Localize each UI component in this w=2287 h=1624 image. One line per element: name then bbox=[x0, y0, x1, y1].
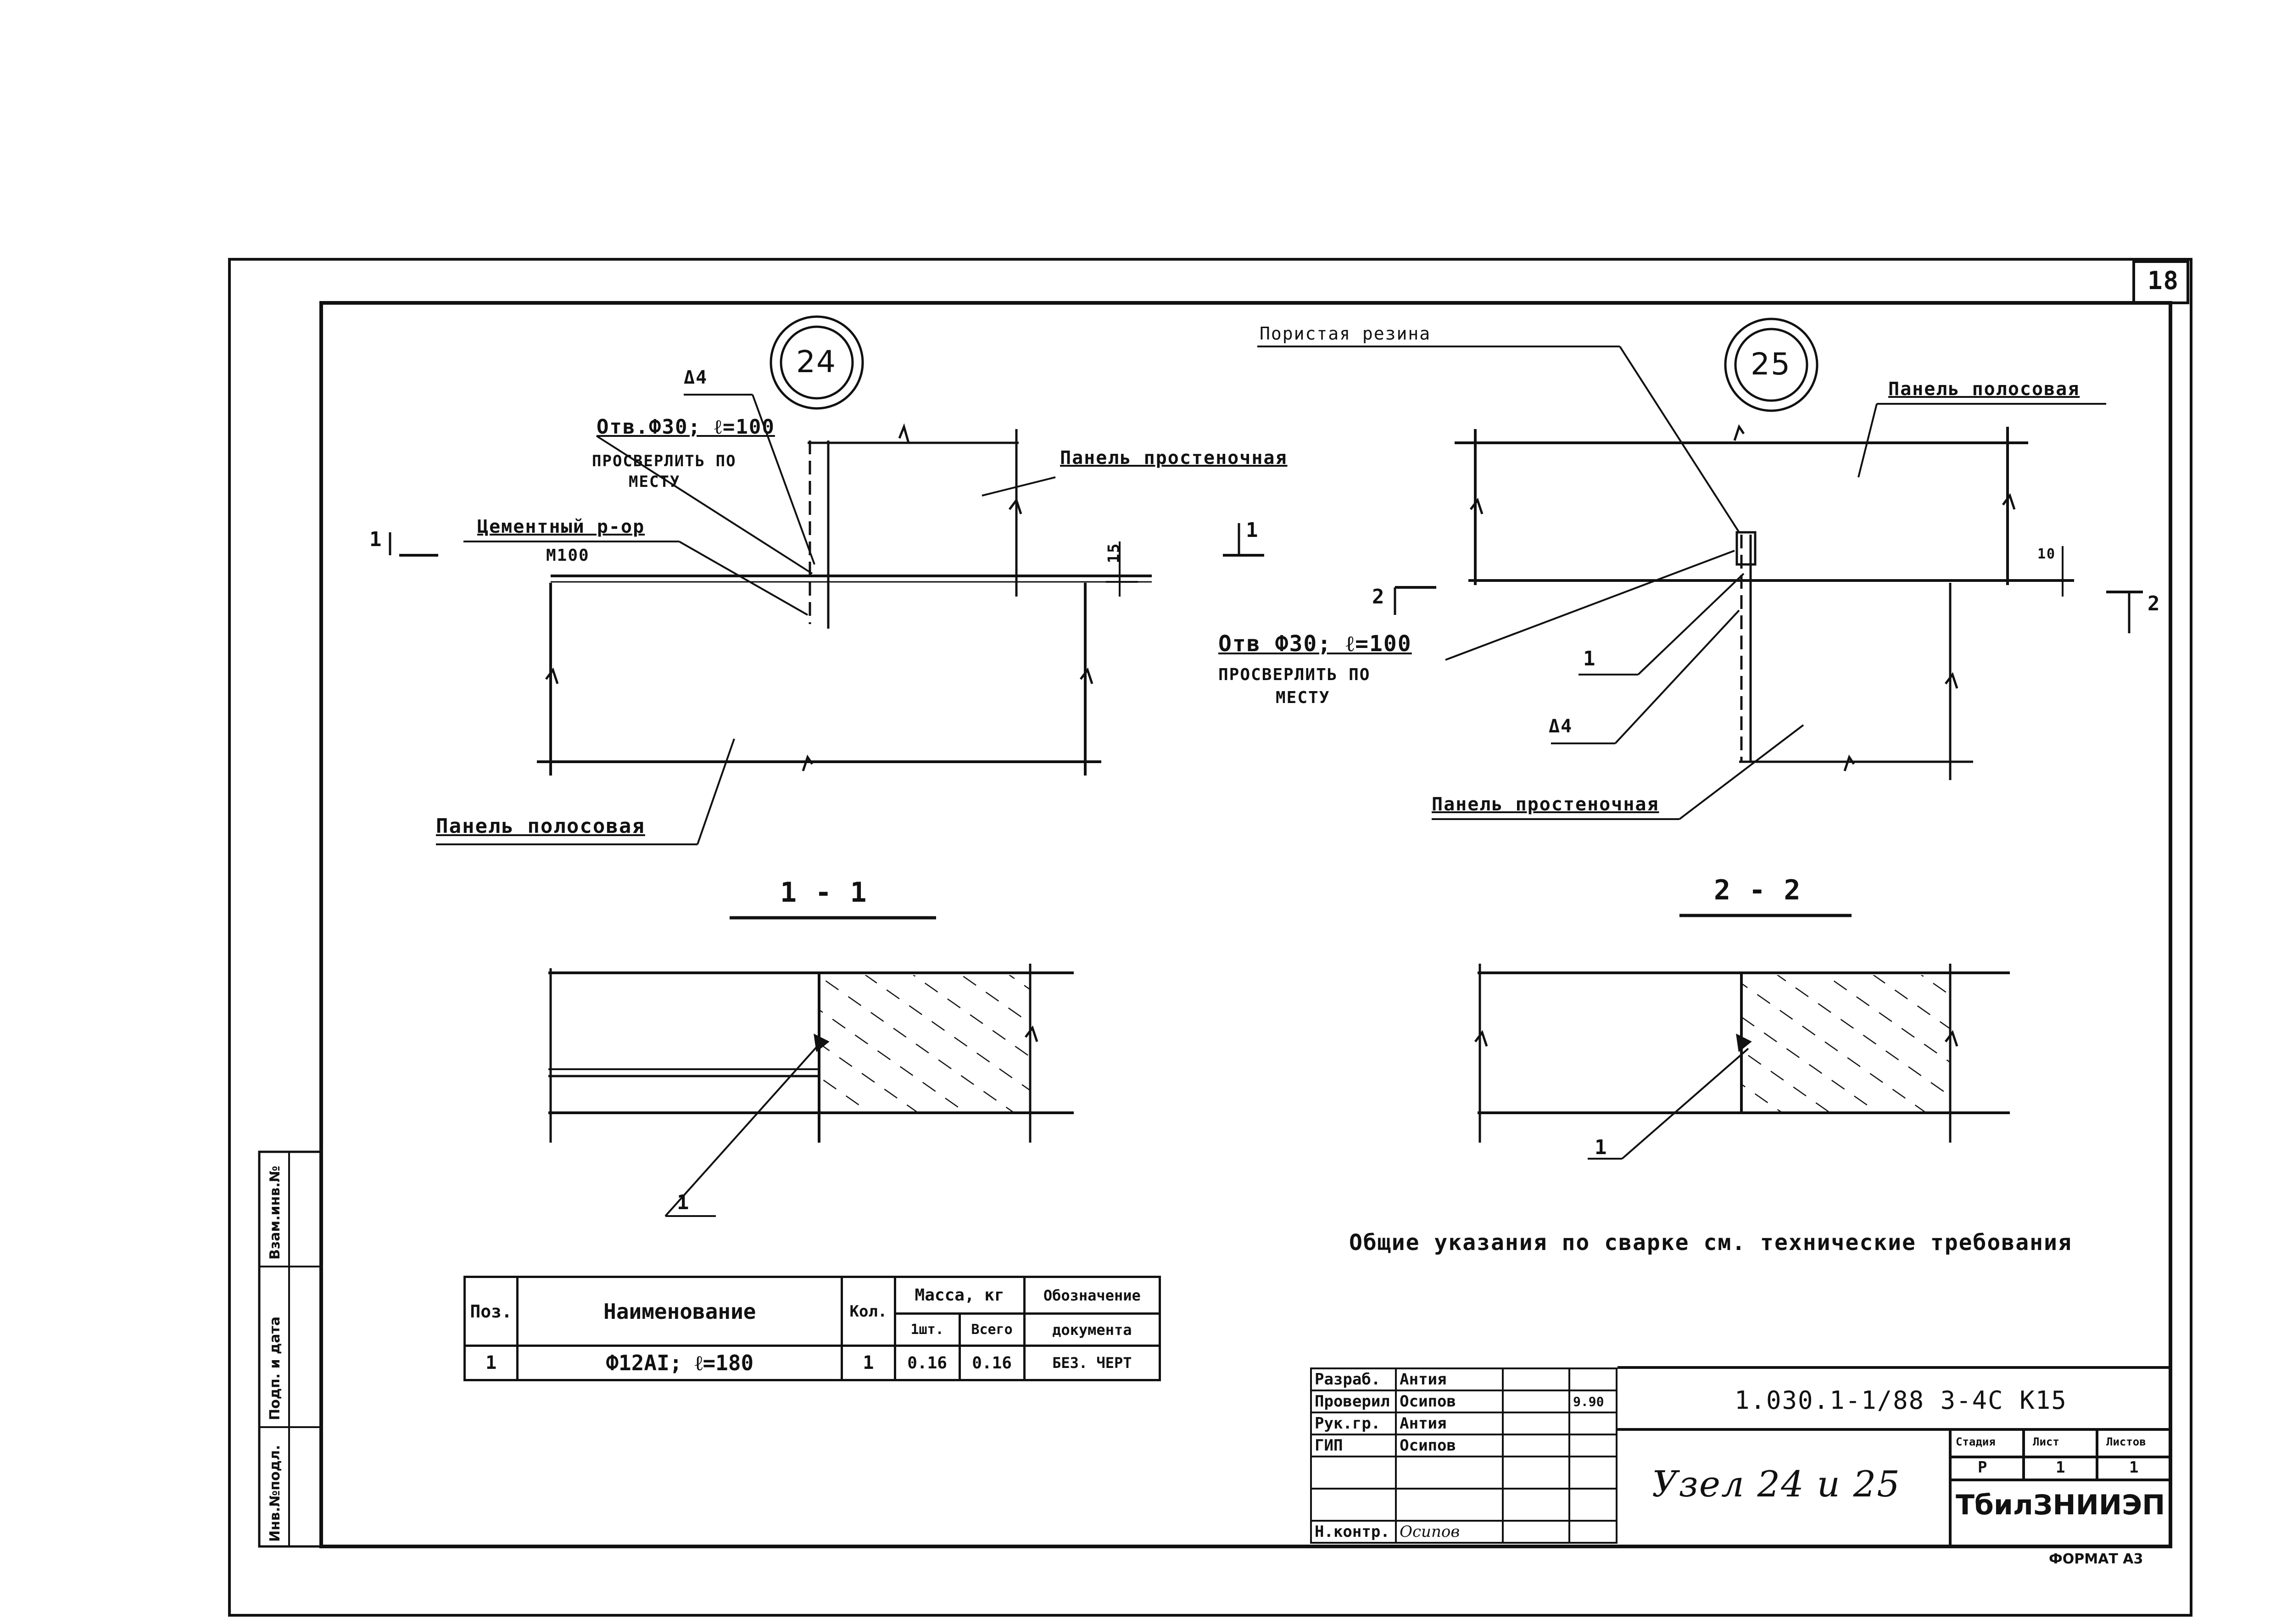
section-2-2-callout: 1 bbox=[1595, 1136, 1608, 1159]
node-24-marker-label: 24 bbox=[796, 344, 837, 379]
stamp-role: Н.контр. bbox=[1310, 1520, 1397, 1544]
spec-header-mass: Масса, кг bbox=[893, 1276, 1026, 1315]
title-block-organization: ТбилЗНИИЭП bbox=[1956, 1489, 2165, 1521]
stamp-row: ГИП Осипов bbox=[1310, 1434, 1618, 1457]
title-block-stage-label: Стадия bbox=[1956, 1435, 1996, 1448]
title-block-sheets-label: Листов bbox=[2106, 1435, 2146, 1448]
stamp-date: 9.90 bbox=[1568, 1390, 1618, 1413]
stamp-row: Рук.гр. Антия bbox=[1310, 1412, 1618, 1435]
stamp-signature bbox=[1501, 1390, 1571, 1413]
title-block-stage-value: Р bbox=[1978, 1458, 1988, 1477]
node-24-hole-label: Отв.Ф30; ℓ=100 bbox=[597, 415, 775, 439]
sheet-inner-frame bbox=[319, 301, 2172, 1548]
spec-cell-qty: 1 bbox=[841, 1345, 896, 1381]
stamp-signature bbox=[1501, 1434, 1571, 1457]
stamp-date bbox=[1568, 1520, 1618, 1544]
stamp-row: Разраб. Антия bbox=[1310, 1367, 1618, 1391]
node-24-cut-mark-right: 1 bbox=[1246, 519, 1259, 542]
title-block-drawing-title: Узел 24 и 25 bbox=[1652, 1464, 1901, 1505]
node-24-hole-label-2: ПРОСВЕРЛИТЬ ПО bbox=[592, 452, 736, 470]
stamp-row: Н.контр. Осипов bbox=[1310, 1520, 1618, 1544]
spec-header-designation-2: документа bbox=[1023, 1312, 1161, 1347]
stamp-person: Антия bbox=[1395, 1367, 1504, 1391]
section-1-1-callout: 1 bbox=[677, 1191, 690, 1214]
node-24-wall-panel-label: Панель простеночная bbox=[1060, 447, 1288, 469]
stamp-role: Рук.гр. bbox=[1310, 1412, 1397, 1435]
node-24-mortar-label: Цементный р-ор bbox=[477, 516, 645, 537]
stamp-row bbox=[1310, 1488, 1618, 1522]
node-24-mortar-grade: М100 bbox=[546, 546, 590, 565]
spec-cell-mass-total: 0.16 bbox=[958, 1345, 1026, 1381]
node-24-marker-inner bbox=[780, 325, 854, 400]
stamp-date bbox=[1568, 1412, 1618, 1435]
sheet-format-label: ФОРМАТ А3 bbox=[2049, 1551, 2143, 1567]
stamp-row bbox=[1310, 1456, 1618, 1490]
stamp-person: Осипов bbox=[1395, 1390, 1504, 1413]
node-25-marker-label: 25 bbox=[1751, 346, 1791, 382]
node-25-rubber-label: Пористая резина bbox=[1260, 324, 1431, 344]
spec-cell-position: 1 bbox=[463, 1345, 519, 1381]
stamp-role: Проверил bbox=[1310, 1390, 1397, 1413]
node-25-hole-label: Отв Ф30; ℓ=100 bbox=[1218, 631, 1412, 657]
stamp-signature bbox=[1501, 1412, 1571, 1435]
spec-header-position: Поз. bbox=[463, 1276, 519, 1347]
node-25-callout-1: 1 bbox=[1583, 647, 1596, 670]
node-24-delta-label: Δ4 bbox=[684, 367, 708, 388]
node-24-marker-outer bbox=[770, 315, 864, 410]
node-25-dimension-10: 10 bbox=[2037, 546, 2056, 562]
spec-header-mass-total: Всего bbox=[958, 1312, 1026, 1347]
stamp-person: Осипов bbox=[1395, 1434, 1504, 1457]
node-24-cut-mark-left: 1 bbox=[369, 528, 383, 551]
spec-cell-name: Ф12АI; ℓ=180 bbox=[516, 1345, 843, 1381]
stamp-signature bbox=[1501, 1367, 1571, 1391]
spec-header-designation: Обозначение bbox=[1023, 1276, 1161, 1315]
specification-table: Поз. Наименование Кол. Масса, кг Обознач… bbox=[463, 1276, 1161, 1381]
spec-header-qty: Кол. bbox=[841, 1276, 896, 1347]
spec-cell-mass-one: 0.16 bbox=[893, 1345, 961, 1381]
stamp-date bbox=[1568, 1434, 1618, 1457]
title-block-signatures: Разраб. Антия Проверил Осипов 9.90 Рук.г… bbox=[1310, 1367, 1618, 1544]
node-25-cut-mark-right: 2 bbox=[2148, 592, 2161, 615]
node-25-wall-panel bbox=[1735, 531, 1973, 780]
title-block-sheet-value: 1 bbox=[2056, 1458, 2066, 1477]
section-1-1-drawing bbox=[548, 964, 1074, 1217]
title-block-document-code: 1.030.1-1/88 3-4С К15 bbox=[1735, 1386, 2067, 1415]
node-24-hole-label-3: МЕСТУ bbox=[629, 473, 681, 491]
stamp-date bbox=[1568, 1367, 1618, 1391]
section-1-1-title: 1 - 1 bbox=[780, 876, 868, 909]
title-block-sheet-label: Лист bbox=[2033, 1435, 2059, 1448]
section-2-2-drawing bbox=[1474, 964, 2010, 1160]
stamp-person: Осипов bbox=[1395, 1520, 1504, 1544]
node-25-hole-label-2: ПРОСВЕРЛИТЬ ПО bbox=[1218, 665, 1371, 684]
stamp-row: Проверил Осипов 9.90 bbox=[1310, 1390, 1618, 1413]
sheet-outer-frame bbox=[228, 258, 2192, 1617]
stamp-signature bbox=[1501, 1520, 1571, 1544]
spec-header-name: Наименование bbox=[516, 1276, 843, 1347]
node-25-hole-label-3: МЕСТУ bbox=[1276, 688, 1330, 707]
node-25-strip-panel bbox=[1455, 427, 2074, 585]
node-24-strip-panel-label: Панель полосовая bbox=[436, 815, 645, 838]
stamp-person: Антия bbox=[1395, 1412, 1504, 1435]
node-25-cut-mark-left: 2 bbox=[1372, 585, 1385, 608]
node-24-strip-panel bbox=[537, 583, 1101, 776]
section-2-2-title: 2 - 2 bbox=[1714, 874, 1802, 906]
node-25-wall-panel-label: Панель простеночная bbox=[1432, 794, 1659, 815]
node-25-marker-outer bbox=[1724, 318, 1818, 412]
spec-cell-designation: БЕЗ. ЧЕРТ bbox=[1023, 1345, 1161, 1381]
node-24-wall-panel bbox=[808, 429, 1019, 629]
node-25-strip-panel-label: Панель полосовая bbox=[1888, 379, 2080, 400]
spec-header-mass-one: 1шт. bbox=[893, 1312, 961, 1347]
node-25-delta-label: Δ4 bbox=[1549, 716, 1573, 737]
side-columns-box bbox=[258, 1150, 323, 1548]
stamp-role: Разраб. bbox=[1310, 1367, 1397, 1391]
spec-row: 1 Ф12АI; ℓ=180 1 0.16 0.16 БЕЗ. ЧЕРТ bbox=[463, 1345, 1161, 1381]
sheet-number-box bbox=[2132, 260, 2189, 304]
sheet-number: 18 bbox=[2148, 266, 2180, 295]
general-note: Общие указания по сварке см. технические… bbox=[1349, 1230, 2072, 1256]
node-25-marker-inner bbox=[1734, 328, 1808, 402]
title-block-sheets-value: 1 bbox=[2129, 1458, 2140, 1477]
stamp-role: ГИП bbox=[1310, 1434, 1397, 1457]
